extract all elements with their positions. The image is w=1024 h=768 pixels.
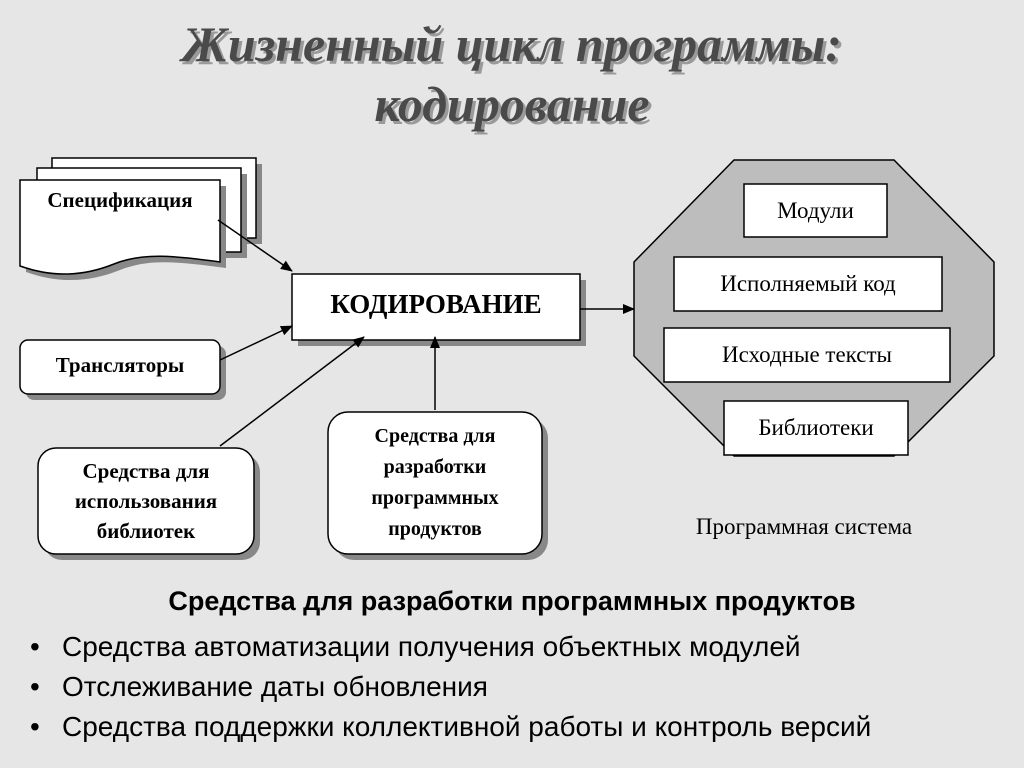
program-system-caption: Программная система	[695, 514, 913, 539]
arrow-specification-to-coding	[217, 219, 293, 272]
section-heading: Средства для разработки программных прод…	[168, 586, 856, 616]
system-item-executable-code: Исполняемый код	[720, 271, 896, 296]
coding-label: КОДИРОВАНИЕ	[330, 288, 542, 319]
translators-label: Трансляторы	[55, 352, 185, 377]
system-item-libraries: Библиотеки	[758, 415, 874, 440]
arrow-library-tools-to-coding	[219, 336, 365, 447]
translators-box-shape	[19, 339, 226, 400]
title-line-2: кодирование	[374, 76, 650, 132]
specification-document-shape	[19, 157, 262, 281]
specification-label: Спецификация	[47, 187, 193, 212]
arrow-translators-to-coding	[219, 325, 293, 361]
library-tools-box-shape	[37, 447, 260, 560]
bullet-list: Средства автоматизации получения объектн…	[30, 628, 871, 748]
program-system-octagon	[633, 159, 995, 457]
page-title: Жизненный цикл программы: кодирование	[0, 14, 1024, 134]
dev-tools-box-shape	[327, 411, 548, 560]
dev-tools-label: Средства для разработки программных прод…	[371, 425, 499, 540]
list-item: Средства поддержки коллективной работы и…	[30, 708, 871, 748]
system-item-source-texts: Исходные тексты	[722, 342, 892, 367]
list-item: Отслеживание даты обновления	[30, 668, 871, 708]
title-line-1: Жизненный цикл программы:	[182, 16, 842, 72]
coding-box-shape	[291, 273, 586, 346]
list-item: Средства автоматизации получения объектн…	[30, 628, 871, 668]
library-tools-label: Средства для использования библиотек	[74, 459, 218, 543]
system-item-modules: Модули	[777, 197, 854, 223]
